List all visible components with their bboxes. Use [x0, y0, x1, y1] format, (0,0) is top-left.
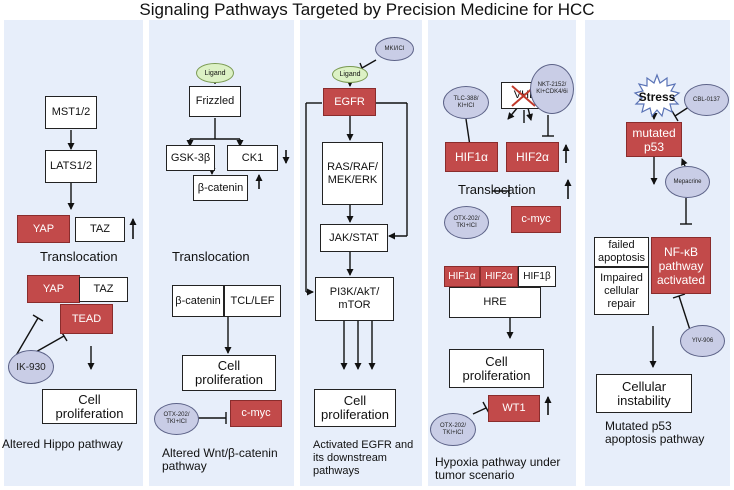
hif1b-complex-node: HIF1β	[518, 266, 556, 287]
cmyc-node-hypoxia: c-myc	[511, 206, 561, 233]
hippo-translocation-label: Translocation	[40, 249, 118, 264]
egfr-cell-proliferation: Cell proliferation	[314, 389, 396, 427]
cellular-instability-node: Cellular instability	[596, 374, 692, 413]
cbl0137-drug: CBL-0137	[684, 84, 729, 116]
impaired-repair-node: Impaired cellular repair	[594, 267, 649, 315]
mutated-p53-node: mutated p53	[626, 122, 682, 157]
mepacrine-drug: Mepacrine	[665, 166, 710, 198]
tlc388-drug: TLC-388/ KI+ICI	[443, 86, 489, 119]
egfr-node: EGFR	[323, 88, 376, 116]
tead-node: TEAD	[60, 304, 113, 334]
otx202-drug-wt1: OTX-202/ TKI+ICI	[430, 413, 476, 446]
wnt-ligand: Ligand	[196, 63, 234, 83]
pi3k-akt-mtor-node: PI3K/AkT/ mTOR	[315, 277, 394, 321]
bcatenin-nuclear-node: β-catenin	[172, 285, 224, 317]
ras-raf-mek-erk-node: RAS/RAF/ MEK/ERK	[322, 142, 383, 205]
hypoxia-translocation-label: Translocation	[458, 182, 536, 197]
wt1-node: WT1	[488, 395, 540, 422]
bcatenin-node: β-catenin	[193, 175, 248, 201]
p53-caption: Mutated p53 apoptosis pathway	[605, 419, 705, 446]
stress-label: Stress	[638, 90, 676, 104]
otx202-drug-hypoxia: OTX-202/ TKI+ICI	[444, 206, 489, 239]
nfkb-node: NF-κB pathway activated	[651, 237, 711, 294]
egfr-ligand: Ligand	[332, 66, 368, 83]
ik930-drug: IK-930	[8, 350, 54, 384]
jak-stat-node: JAK/STAT	[320, 224, 388, 252]
hif1a-complex-node: HIF1α	[444, 266, 480, 287]
wnt-translocation-label: Translocation	[172, 249, 250, 264]
hif2a-node: HIF2α	[506, 142, 559, 172]
gsk3b-node: GSK-3β	[166, 145, 215, 171]
otx202-drug-wnt: OTX-202/ TKI+ICI	[154, 403, 199, 435]
yap-nuclear-node: YAP	[27, 275, 80, 303]
mst-node: MST1/2	[45, 96, 97, 129]
figure-title: Signaling Pathways Targeted by Precision…	[139, 0, 595, 19]
cmyc-node-wnt: c-myc	[230, 400, 282, 427]
hypoxia-caption: Hypoxia pathway under tumor scenario	[435, 455, 561, 482]
failed-apoptosis-node: failed apoptosis	[594, 237, 649, 267]
wnt-caption: Altered Wnt/β-catenin pathway	[162, 446, 278, 473]
taz-nuclear-node: TAZ	[79, 277, 128, 302]
hypoxia-cell-proliferation: Cell proliferation	[449, 349, 544, 388]
hre-node: HRE	[449, 287, 541, 318]
nkt2152-drug: NKT-2152/ KI+CDK4/6i	[530, 64, 574, 114]
lats-node: LATS1/2	[45, 150, 97, 183]
mki-ici-drug: MKI/ICI	[375, 37, 414, 61]
hif2a-complex-node: HIF2α	[480, 266, 518, 287]
hippo-caption: Altered Hippo pathway	[2, 437, 123, 451]
wnt-cell-proliferation: Cell proliferation	[182, 355, 276, 391]
yap-node: YAP	[17, 215, 70, 243]
taz-node: TAZ	[75, 217, 125, 242]
ck1-node: CK1	[227, 145, 278, 171]
egfr-caption: Activated EGFR and its downstream pathwa…	[313, 439, 414, 477]
yiv906-drug: YIV-906	[680, 325, 725, 357]
frizzled-node: Frizzled	[189, 86, 241, 117]
hif1a-node: HIF1α	[445, 142, 498, 172]
hippo-cell-proliferation: Cell proliferation	[42, 389, 137, 424]
tcf-lef-node: TCL/LEF	[224, 285, 281, 317]
